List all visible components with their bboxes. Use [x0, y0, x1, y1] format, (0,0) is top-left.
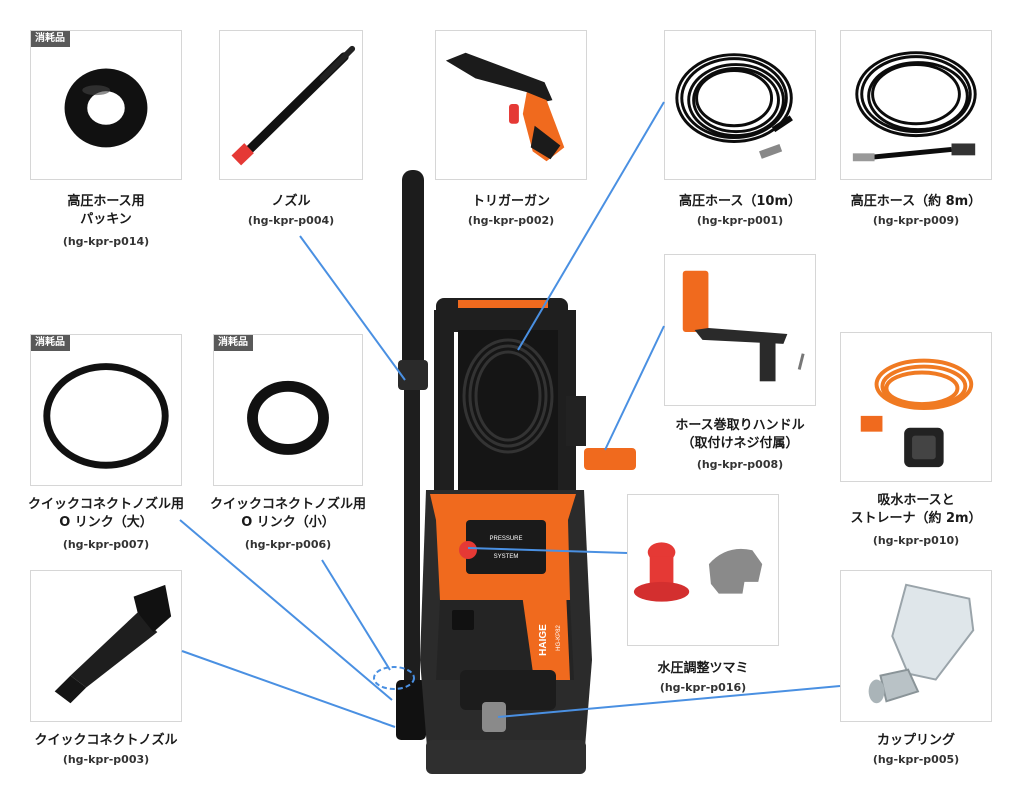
- consumable-badge: 消耗品: [214, 335, 253, 351]
- panel-line1: PRESSURE: [489, 536, 522, 542]
- card-packing: 消耗品: [30, 30, 182, 180]
- card-quick: [30, 570, 182, 722]
- code-packing: (hg-kpr-p014): [62, 235, 150, 248]
- code-oring-large: (hg-kpr-p007): [62, 538, 150, 551]
- brand-label: HAIGE: [538, 624, 549, 656]
- code-handle: (hg-kpr-p008): [696, 458, 784, 471]
- code-nozzle: (hg-kpr-p004): [247, 214, 335, 227]
- quick-connect-nozzle-image: [54, 584, 172, 704]
- coupling-image: [868, 583, 975, 704]
- oring-small-image: [247, 380, 329, 455]
- card-knob: [627, 494, 779, 646]
- card-coupling: [840, 570, 992, 722]
- label-nozzle: ノズル: [271, 194, 311, 209]
- consumable-badge: 消耗品: [31, 31, 70, 47]
- code-intake: (hg-kpr-p010): [872, 534, 960, 547]
- label-quick: クイックコネクトノズル: [34, 733, 178, 748]
- packing-image: [64, 68, 148, 148]
- label-intake: 吸水ホースとストレーナ（約 2m）: [850, 493, 982, 526]
- label-hose8: 高圧ホース（約 8m）: [850, 194, 982, 209]
- code-oring-small: (hg-kpr-p006): [244, 538, 332, 551]
- consumable-badge: 消耗品: [31, 335, 70, 351]
- oring-large-image: [43, 363, 169, 469]
- hose-10m-image: [675, 53, 793, 159]
- card-nozzle: [219, 30, 363, 180]
- code-coupling: (hg-kpr-p005): [872, 753, 960, 766]
- pressure-washer-machine: PRESSURE SYSTEM HAIGE HG-KP82: [373, 170, 636, 774]
- card-oring-large: 消耗品: [30, 334, 182, 486]
- card-oring-small: 消耗品: [213, 334, 363, 486]
- code-hose8: (hg-kpr-p009): [872, 214, 960, 227]
- card-intake: [840, 332, 992, 482]
- card-handle: [664, 254, 816, 406]
- code-quick: (hg-kpr-p003): [62, 753, 150, 766]
- hose-8m-image: [852, 51, 977, 162]
- code-knob: (hg-kpr-p016): [659, 681, 747, 694]
- label-handle: ホース巻取りハンドル（取付けネジ付属）: [675, 418, 805, 451]
- nozzle-image: [231, 45, 356, 166]
- code-hose10: (hg-kpr-p001): [696, 214, 784, 227]
- card-hose8: [840, 30, 992, 180]
- intake-hose-image: [860, 358, 974, 468]
- card-gun: [435, 30, 587, 180]
- label-packing: 高圧ホース用パッキン: [67, 194, 145, 227]
- pressure-knob-image: [633, 542, 763, 602]
- trigger-gun-image: [445, 52, 565, 162]
- label-coupling: カップリング: [876, 733, 955, 748]
- card-hose10: [664, 30, 816, 180]
- label-knob: 水圧調整ツマミ: [657, 661, 749, 676]
- panel-line2: SYSTEM: [494, 554, 519, 560]
- winding-handle-image: [682, 270, 805, 382]
- label-hose10: 高圧ホース（10m）: [679, 194, 801, 209]
- model-label: HG-KP82: [556, 625, 562, 651]
